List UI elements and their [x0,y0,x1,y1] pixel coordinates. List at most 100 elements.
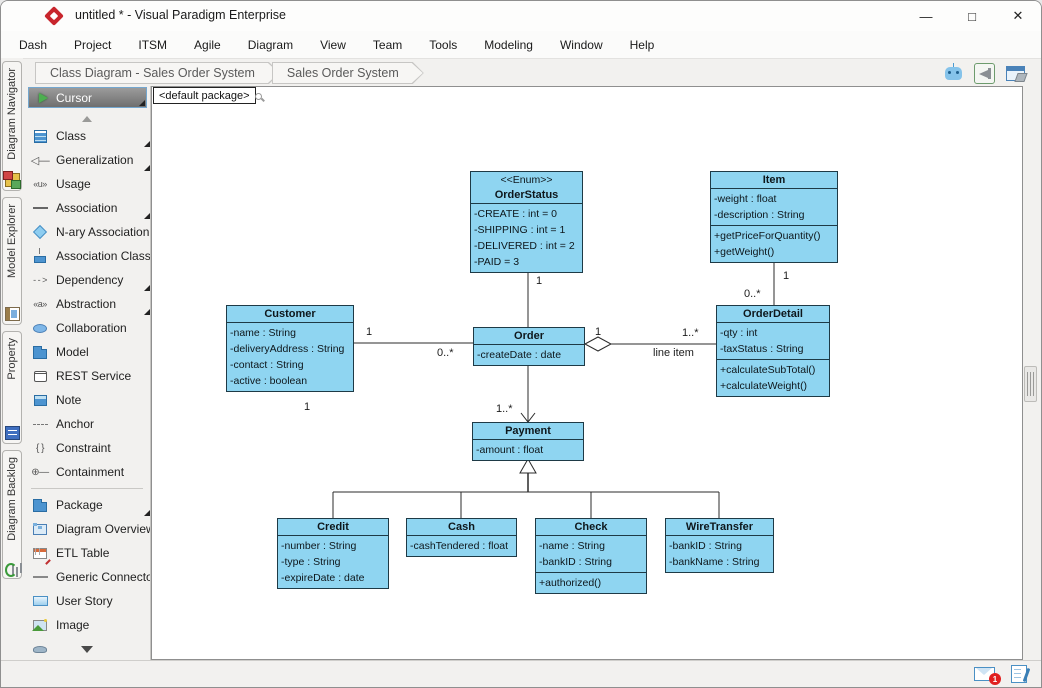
class-order[interactable]: Order -createDate : date [473,327,585,366]
attribute: -active : boolean [230,375,308,387]
diagram-layers-icon[interactable] [1004,62,1027,85]
collaboration-icon [31,320,49,336]
palette-item-anchor[interactable]: Anchor [23,412,150,436]
class-name: OrderDetail [743,308,803,320]
generic-connector-icon [31,569,49,585]
visual-paradigm-logo-icon [44,6,64,26]
minimize-button[interactable]: — [919,8,933,24]
attribute: -amount : float [476,444,544,456]
palette-item-user-story[interactable]: User Story [23,589,150,613]
palette-item-diagram-overview[interactable]: Diagram Overview [23,517,150,541]
attribute: -contact : String [230,359,304,371]
class-item[interactable]: Item -weight : float -description : Stri… [710,171,838,263]
menu-diagram[interactable]: Diagram [247,37,294,52]
menu-modeling[interactable]: Modeling [484,37,533,52]
note-icon [31,392,49,408]
class-name: Order [514,330,544,342]
breadcrumb-model[interactable]: Sales Order System [272,62,424,84]
palette-item-image[interactable]: Image [23,613,150,637]
multiplicity-label: 0..* [744,288,761,300]
cursor-tool-button[interactable]: Cursor [28,87,147,108]
palette-scroll-down[interactable] [23,642,150,656]
status-bar: 1 [1,660,1041,687]
window-title: untitled * - Visual Paradigm Enterprise [75,8,286,22]
release-notes-icon[interactable] [1011,665,1027,683]
class-customer[interactable]: Customer -name : String -deliveryAddress… [226,305,354,392]
role-label: line item [653,347,694,359]
panel-collapse-handle[interactable] [1024,366,1037,402]
palette-item-constraint[interactable]: { }Constraint [23,436,150,460]
image-icon [31,617,49,633]
palette-item-association-class[interactable]: Association Class [23,244,150,268]
palette-item-rest-service[interactable]: REST Service [23,364,150,388]
operation: +calculateWeight() [720,380,808,392]
tab-model-explorer[interactable]: Model Explorer [2,197,22,325]
attribute: -type : String [281,556,341,568]
menu-window[interactable]: Window [559,37,603,52]
menu-itsm[interactable]: ITSM [138,37,168,52]
flyout-corner-icon [139,100,145,106]
operation: +authorized() [539,577,602,589]
default-package-label[interactable]: <default package> [153,87,256,104]
robot-assistant-icon[interactable] [942,62,965,85]
tool-palette: Cursor Class ◁—Generalization «u»Usage A… [23,86,151,660]
palette-item-note[interactable]: Note [23,388,150,412]
palette-item-association[interactable]: Association [23,196,150,220]
abstraction-icon: «a» [33,299,47,309]
palette-item-model[interactable]: Model [23,340,150,364]
breadcrumb-diagram[interactable]: Class Diagram - Sales Order System [35,62,280,84]
palette-item-generic-connector[interactable]: Generic Connector [23,565,150,589]
palette-item-abstraction[interactable]: «a»Abstraction [23,292,150,316]
palette-item-package[interactable]: Package [23,493,150,517]
maximize-button[interactable]: □ [968,8,976,24]
association-class-icon [31,248,49,264]
class-payment[interactable]: Payment -amount : float [472,422,584,461]
palette-item-cut-off[interactable] [23,637,150,660]
class-orderdetail[interactable]: OrderDetail -qty : int -taxStatus : Stri… [716,305,830,397]
model-icon [31,344,49,360]
operation: +calculateSubTotal() [720,364,816,376]
palette-item-nary-association[interactable]: N-ary Association [23,220,150,244]
close-button[interactable]: ✕ [1012,8,1024,23]
magnifier-icon[interactable] [255,93,262,100]
megaphone-icon[interactable] [973,62,996,85]
constraint-icon: { } [36,442,44,454]
attribute: -bankName : String [669,556,760,568]
menu-project[interactable]: Project [74,37,112,52]
user-story-icon [31,593,49,609]
palette-item-containment[interactable]: ⊕—Containment [31,465,125,479]
class-name: Payment [505,425,551,437]
scroll-up-icon [82,116,92,122]
menu-view[interactable]: View [320,37,346,52]
palette-item-etl-table[interactable]: ETL Table [23,541,150,565]
menu-agile[interactable]: Agile [194,37,221,52]
palette-item-collaboration[interactable]: Collaboration [23,316,150,340]
class-check[interactable]: Check -name : String -bankID : String +a… [535,518,647,594]
class-stereotype: <<Enum>> [500,174,553,186]
multiplicity-label: 1..* [496,403,513,415]
palette-item-generalization[interactable]: ◁—Generalization [23,148,150,172]
tab-diagram-navigator[interactable]: Diagram Navigator [2,61,22,191]
class-cash[interactable]: Cash -cashTendered : float [406,518,517,557]
class-name: WireTransfer [685,521,754,533]
class-orderstatus[interactable]: <<Enum>> OrderStatus -CREATE : int = 0 -… [470,171,583,273]
diagram-canvas[interactable]: <default package> <<Enum>> OrderStatus -… [151,86,1023,660]
palette-scroll-up[interactable] [23,112,150,126]
menu-help[interactable]: Help [629,37,655,52]
menu-team[interactable]: Team [372,37,403,52]
palette-item-class[interactable]: Class [23,124,150,148]
palette-item-dependency[interactable]: - - >Dependency [23,268,150,292]
palette-item-usage[interactable]: «u»Usage [23,172,150,196]
multiplicity-label: 1 [536,275,543,287]
dependency-icon: - - > [33,275,47,285]
menu-bar: Dash Project ITSM Agile Diagram View Tea… [1,31,1041,58]
tab-diagram-backlog[interactable]: Diagram Backlog [2,450,22,579]
tab-property[interactable]: Property [2,331,22,444]
menu-tools[interactable]: Tools [429,37,458,52]
menu-dash[interactable]: Dash [19,37,48,52]
class-wiretransfer[interactable]: WireTransfer -bankID : String -bankName … [665,518,774,573]
attribute: -description : String [714,209,805,221]
class-credit[interactable]: Credit -number : String -type : String -… [277,518,389,589]
messages-envelope-icon[interactable]: 1 [974,667,1001,685]
